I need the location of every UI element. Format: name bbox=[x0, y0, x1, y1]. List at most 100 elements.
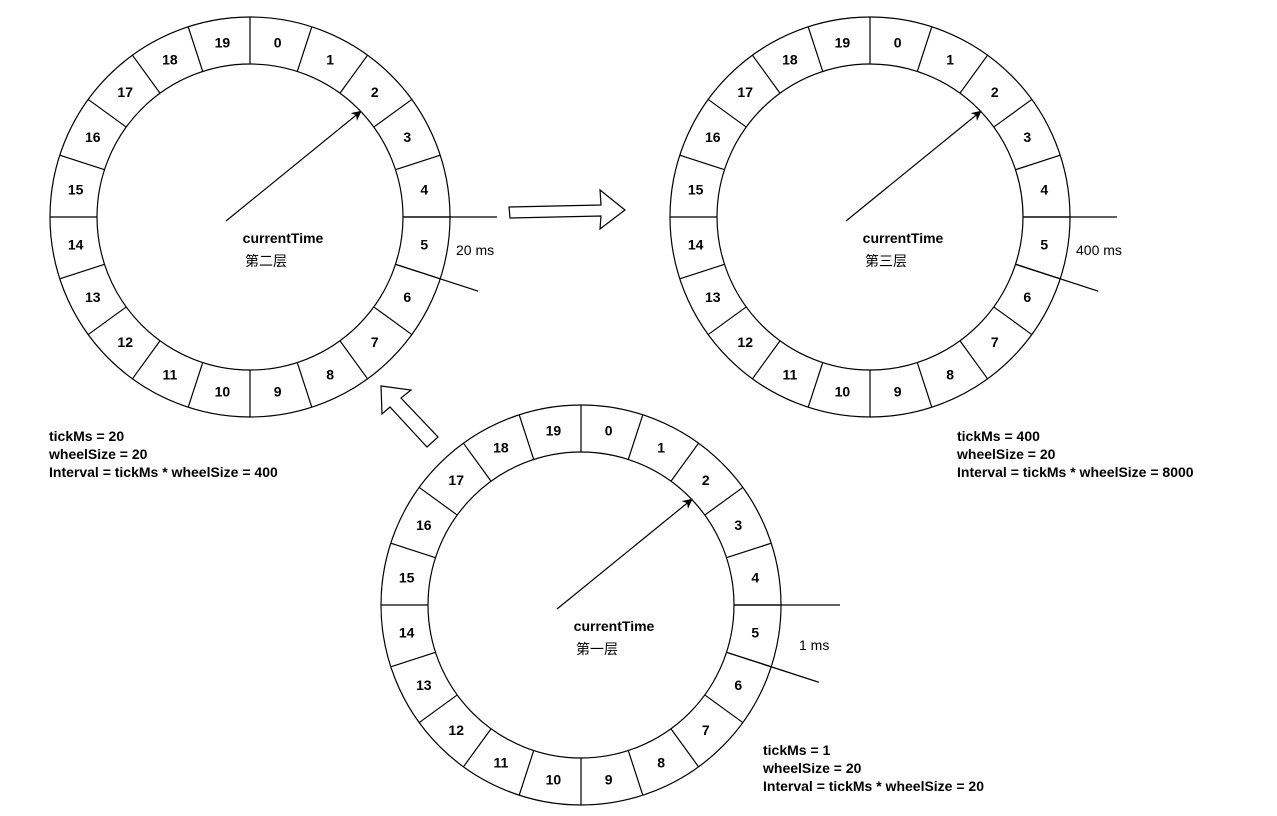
wheel-second-layer: 012345678910111213141516171819currentTim… bbox=[49, 16, 497, 418]
slot-divider bbox=[679, 154, 725, 171]
slot-divider bbox=[707, 98, 747, 128]
slot-label: 11 bbox=[493, 754, 508, 770]
slot-divider bbox=[296, 26, 313, 72]
slot-label: 3 bbox=[1023, 129, 1031, 145]
tickms-text: tickMs = 1 bbox=[763, 742, 831, 758]
slot-label: 13 bbox=[85, 289, 101, 305]
slot-label: 17 bbox=[737, 84, 753, 100]
slot-label: 4 bbox=[420, 181, 428, 197]
slot-divider bbox=[1015, 154, 1061, 171]
slot-label: 15 bbox=[688, 181, 704, 197]
slot-divider bbox=[679, 263, 725, 280]
slot-label: 5 bbox=[1040, 237, 1048, 253]
second-layer-info: tickMs = 20 wheelSize = 20 Interval = ti… bbox=[49, 427, 278, 481]
slot-label: 19 bbox=[546, 423, 562, 439]
slot-label: 16 bbox=[416, 517, 432, 533]
wheel-first-layer: 012345678910111213141516171819currentTim… bbox=[380, 404, 840, 806]
slot-divider bbox=[518, 414, 535, 460]
slot-divider bbox=[373, 98, 413, 128]
slot-label: 18 bbox=[782, 52, 798, 68]
slot-divider bbox=[418, 694, 458, 724]
tickms-text: tickMs = 400 bbox=[957, 428, 1040, 444]
slot-label: 6 bbox=[1023, 289, 1031, 305]
slot-divider bbox=[627, 750, 644, 796]
current-time-pointer bbox=[845, 110, 982, 222]
tick-span-label: 1 ms bbox=[799, 637, 829, 653]
slot-label: 10 bbox=[835, 383, 851, 399]
slot-divider bbox=[131, 54, 161, 94]
slot-divider bbox=[993, 98, 1033, 128]
slot-label: 13 bbox=[705, 289, 721, 305]
slot-label: 9 bbox=[894, 383, 902, 399]
slot-label: 12 bbox=[737, 334, 753, 350]
slot-label: 8 bbox=[946, 366, 954, 382]
slot-label: 18 bbox=[162, 52, 178, 68]
wheel-third-layer: 012345678910111213141516171819currentTim… bbox=[669, 16, 1122, 418]
slot-divider bbox=[87, 98, 127, 128]
slot-label: 12 bbox=[448, 722, 464, 738]
slot-divider bbox=[670, 442, 700, 482]
layer-label: 第一层 bbox=[576, 641, 618, 658]
outer-ring bbox=[49, 16, 451, 418]
slot-divider bbox=[390, 542, 436, 559]
slot-label: 18 bbox=[493, 440, 509, 456]
slot-divider bbox=[959, 340, 989, 380]
slot-label: 0 bbox=[605, 423, 613, 439]
wheelsize-text: wheelSize = 20 bbox=[49, 446, 148, 462]
slot-label: 15 bbox=[68, 181, 84, 197]
slot-label: 11 bbox=[162, 366, 177, 382]
interval-text: Interval = tickMs * wheelSize = 8000 bbox=[957, 464, 1194, 480]
slot-label: 7 bbox=[371, 334, 379, 350]
slot-label: 16 bbox=[705, 129, 721, 145]
slot-label: 9 bbox=[605, 771, 613, 787]
slot-label: 16 bbox=[85, 129, 101, 145]
slot-divider bbox=[187, 362, 204, 408]
slot-divider bbox=[339, 54, 369, 94]
slot-divider bbox=[87, 306, 127, 336]
slot-label: 1 bbox=[946, 52, 954, 68]
slot-divider bbox=[131, 340, 161, 380]
slot-label: 11 bbox=[782, 366, 797, 382]
slot-label: 1 bbox=[326, 52, 334, 68]
slot-divider bbox=[704, 486, 744, 516]
slot-divider bbox=[670, 728, 700, 768]
slot-divider bbox=[59, 263, 105, 280]
slot-divider bbox=[518, 750, 535, 796]
slot-label: 7 bbox=[991, 334, 999, 350]
outer-ring bbox=[669, 16, 1071, 418]
slot-divider bbox=[296, 362, 313, 408]
span-marker-line bbox=[726, 651, 819, 683]
slot-label: 17 bbox=[117, 84, 133, 100]
layer-label: 第三层 bbox=[865, 253, 907, 270]
slot-label: 5 bbox=[420, 237, 428, 253]
current-time-pointer bbox=[225, 110, 362, 222]
slot-divider bbox=[418, 486, 458, 516]
slot-label: 3 bbox=[734, 517, 742, 533]
arrow-up-left-icon bbox=[380, 385, 439, 448]
slot-label: 15 bbox=[399, 569, 415, 585]
tickms-text: tickMs = 20 bbox=[49, 428, 125, 444]
layer-label: 第二层 bbox=[245, 253, 287, 270]
current-time-pointer bbox=[556, 498, 693, 610]
slot-divider bbox=[751, 340, 781, 380]
slot-label: 3 bbox=[403, 129, 411, 145]
wheelsize-text: wheelSize = 20 bbox=[957, 446, 1056, 462]
tick-span-label: 20 ms bbox=[456, 242, 494, 258]
slot-label: 0 bbox=[894, 35, 902, 51]
slot-label: 13 bbox=[416, 677, 432, 693]
slot-label: 2 bbox=[702, 472, 710, 488]
slot-divider bbox=[187, 26, 204, 72]
wheelsize-text: wheelSize = 20 bbox=[763, 760, 862, 776]
span-marker-line bbox=[395, 263, 479, 292]
slot-label: 1 bbox=[657, 440, 665, 456]
slot-label: 7 bbox=[702, 722, 710, 738]
slot-divider bbox=[959, 54, 989, 94]
slot-label: 10 bbox=[546, 771, 562, 787]
third-layer-info: tickMs = 400 wheelSize = 20 Interval = t… bbox=[957, 427, 1194, 481]
slot-label: 8 bbox=[326, 366, 334, 382]
slot-label: 14 bbox=[399, 625, 415, 641]
slot-label: 17 bbox=[448, 472, 464, 488]
slot-label: 14 bbox=[68, 237, 84, 253]
slot-divider bbox=[807, 26, 824, 72]
current-time-label: currentTime bbox=[863, 230, 944, 246]
